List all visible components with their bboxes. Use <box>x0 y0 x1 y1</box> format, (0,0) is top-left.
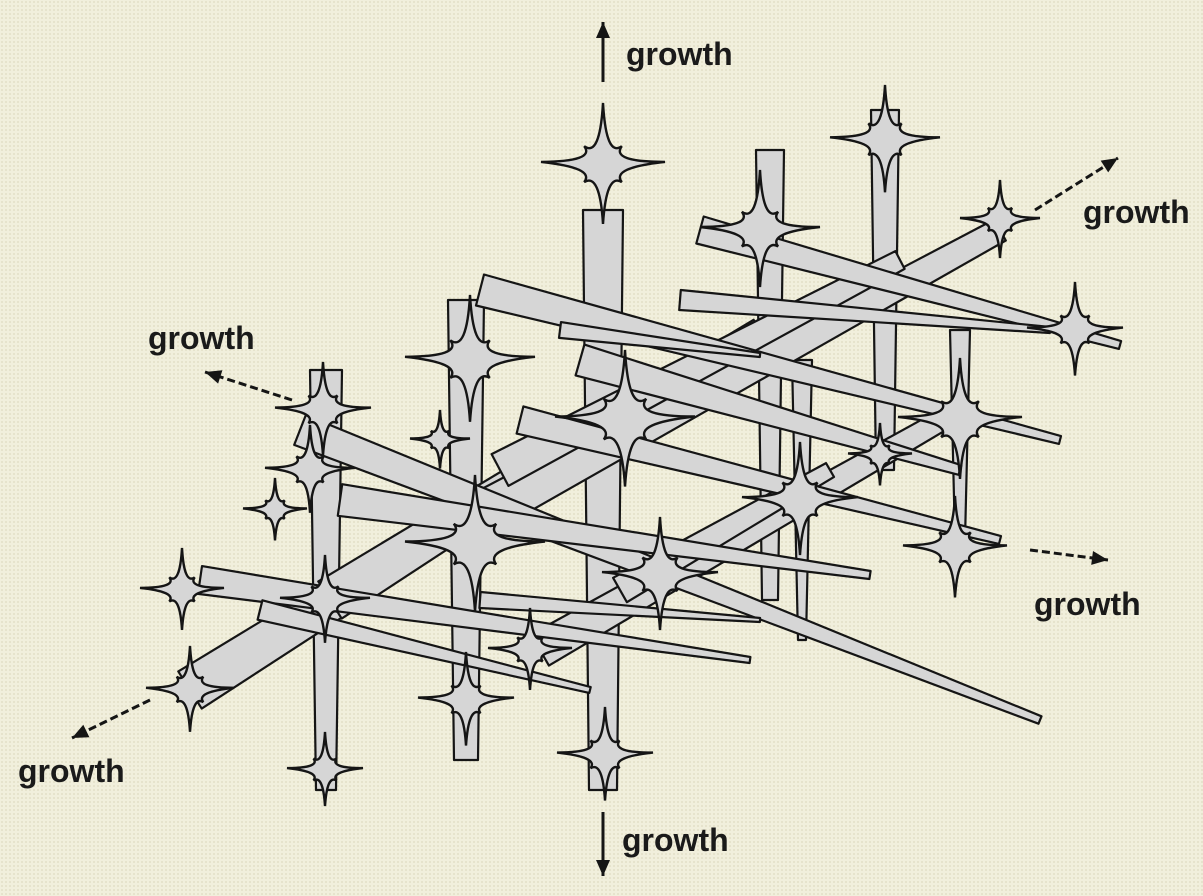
crystal-star-20 <box>287 732 363 806</box>
growth-label-top: growth <box>626 38 733 70</box>
growth-label-bottom-left: growth <box>18 755 125 787</box>
crystal-star-21 <box>557 707 653 801</box>
arrow-down-head <box>596 860 610 876</box>
lattice-beam-10 <box>459 220 1005 540</box>
lattice-beams <box>178 110 1121 790</box>
crystal-star-2 <box>830 85 940 192</box>
growth-label-bottom: growth <box>622 824 729 856</box>
arrow-diag-right-head <box>1091 551 1108 565</box>
crystal-star-5 <box>1027 282 1123 376</box>
arrow-diag-down-left-head <box>72 725 89 738</box>
crystal-star-24 <box>243 478 307 540</box>
growth-label-left: growth <box>148 322 255 354</box>
crystal-star-1 <box>541 103 665 224</box>
arrow-up-head <box>596 22 610 38</box>
growth-label-right: growth <box>1034 588 1141 620</box>
crystal-star-12 <box>903 496 1007 597</box>
lattice-beam-1 <box>583 210 623 790</box>
growth-label-top-right: growth <box>1083 196 1190 228</box>
arrow-diag-up-right-head <box>1101 158 1118 172</box>
lattice-beam-12 <box>492 251 905 486</box>
crystal-star-15 <box>140 548 224 630</box>
arrow-diag-left-head <box>205 370 222 383</box>
